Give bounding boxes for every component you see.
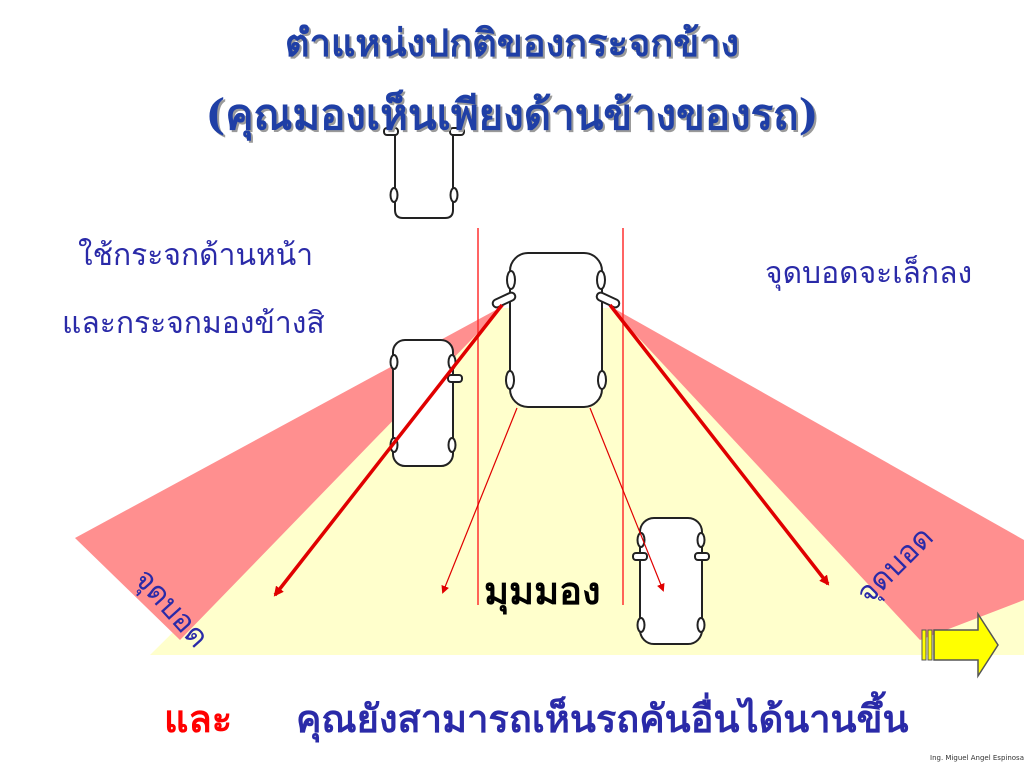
page-subtitle: (คุณมองเห็นเพียงด้านข้างของรถ) xyxy=(205,90,819,139)
label-use-front-mirror: ใช้กระจกด้านหน้า xyxy=(78,238,314,273)
car-bottom-right xyxy=(632,517,710,645)
label-and-side-mirror: และกระจกมองข้างสิ xyxy=(62,306,325,341)
footer-and: และ xyxy=(164,696,233,741)
footer-text: คุณยังสามารถเห็นรถคันอื่นได้นานขึ้น xyxy=(296,696,909,741)
view-arrow-right xyxy=(589,407,665,592)
mirror-arrow-right xyxy=(608,303,830,586)
car-top xyxy=(383,127,465,219)
road-area xyxy=(150,308,1024,655)
view-arrow-left xyxy=(441,407,518,594)
mirror-arrow-left xyxy=(273,303,504,597)
label-blind-spot-smaller: จุดบอดจะเล็กลง xyxy=(765,256,973,291)
blind-spot-right xyxy=(608,305,1024,640)
credit-text: Ing. Miguel Angel Espinosa xyxy=(930,754,1024,762)
page-title: ตำแหน่งปกติของกระจกข้าง xyxy=(284,20,740,65)
right-arrow-icon[interactable] xyxy=(921,611,999,679)
label-viewing-angle: มุมมอง xyxy=(484,568,601,613)
car-main xyxy=(491,252,621,408)
